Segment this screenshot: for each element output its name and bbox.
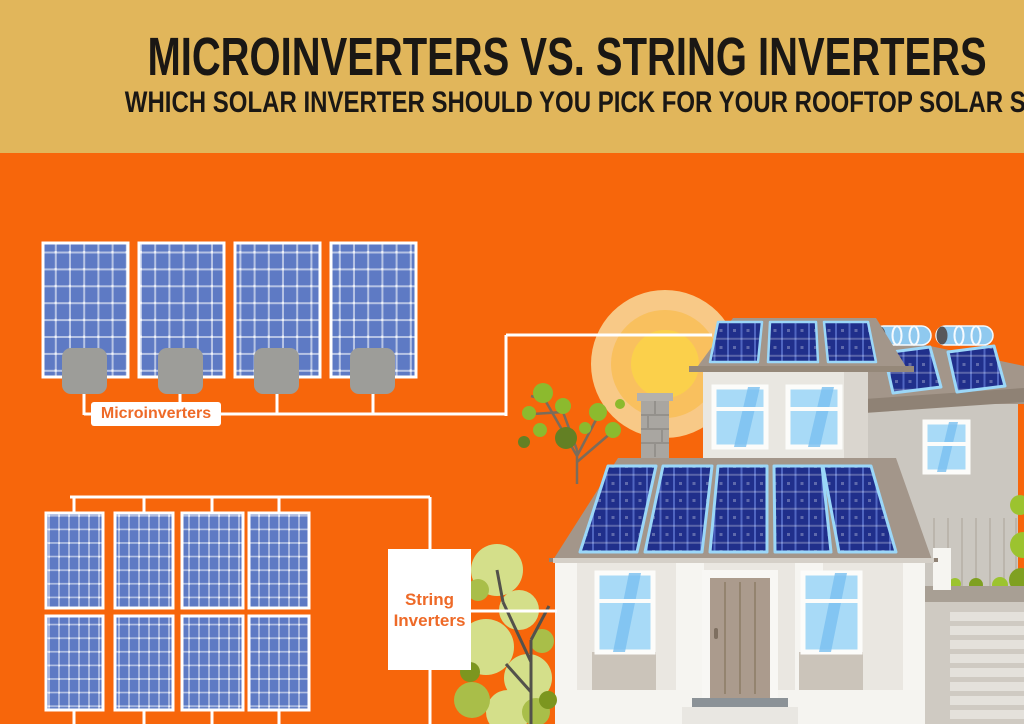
solar-panel <box>44 614 105 712</box>
window-sill-panel <box>592 652 656 692</box>
string-wiring <box>70 495 432 724</box>
right-wing-window <box>922 419 971 475</box>
header-banner: MICROINVERTERS VS. STRING INVERTERS WHIC… <box>0 0 1024 153</box>
solar-panel <box>113 511 175 610</box>
microinverters-label: Microinverters <box>91 402 221 426</box>
microinverter-box <box>62 348 107 394</box>
solar-panel <box>247 614 311 712</box>
front-window <box>800 570 863 655</box>
solar-panel <box>180 511 245 610</box>
eave-shadow <box>553 558 934 563</box>
page-title: MICROINVERTERS VS. STRING INVERTERS <box>0 26 1024 88</box>
page-title-text: MICROINVERTERS VS. STRING INVERTERS <box>147 27 987 87</box>
window-sill-panel <box>799 652 863 692</box>
rooftop-panel <box>772 464 833 554</box>
step-band <box>692 698 788 707</box>
rooftop-panel <box>822 320 878 364</box>
right-wing-eave <box>850 388 1024 414</box>
rooftop-panel <box>708 464 769 554</box>
solar-panel <box>113 614 175 712</box>
microinverter-box <box>254 348 299 394</box>
dormer-eave <box>689 366 914 372</box>
solar-panel <box>180 614 245 712</box>
dormer-window <box>785 384 843 450</box>
house <box>549 318 951 724</box>
rooftop-panel <box>821 464 898 554</box>
sun <box>591 290 739 438</box>
page-subtitle: WHICH SOLAR INVERTER SHOULD YOU PICK FOR… <box>0 86 1024 120</box>
solar-water-heater <box>935 325 994 346</box>
tree <box>518 383 625 484</box>
microinverter-panel-array <box>41 241 418 394</box>
microinverter-box <box>158 348 203 394</box>
dormer-wall-shade <box>844 372 868 460</box>
dormer-window <box>711 384 769 450</box>
front-window <box>594 570 656 655</box>
rooftop-panel <box>766 320 820 364</box>
page-subtitle-text: WHICH SOLAR INVERTER SHOULD YOU PICK FOR… <box>124 86 1024 119</box>
pilaster <box>903 563 925 724</box>
chimney <box>637 393 673 463</box>
door-handle <box>714 628 718 639</box>
string-inverters-label: String Inverters <box>388 549 471 670</box>
rooftop-panel <box>708 320 764 364</box>
string-panel-array <box>44 511 311 712</box>
microinverter-box <box>350 348 395 394</box>
solar-panel <box>44 511 105 610</box>
corner-trim <box>933 548 951 590</box>
rooftop-panel <box>578 464 658 554</box>
garage-door <box>950 612 1024 719</box>
thermal-panel <box>946 344 1007 394</box>
rooftop-panel <box>643 464 714 554</box>
step <box>682 707 798 724</box>
solar-panel <box>247 511 311 610</box>
pilaster <box>555 563 577 724</box>
front-door <box>710 578 770 698</box>
